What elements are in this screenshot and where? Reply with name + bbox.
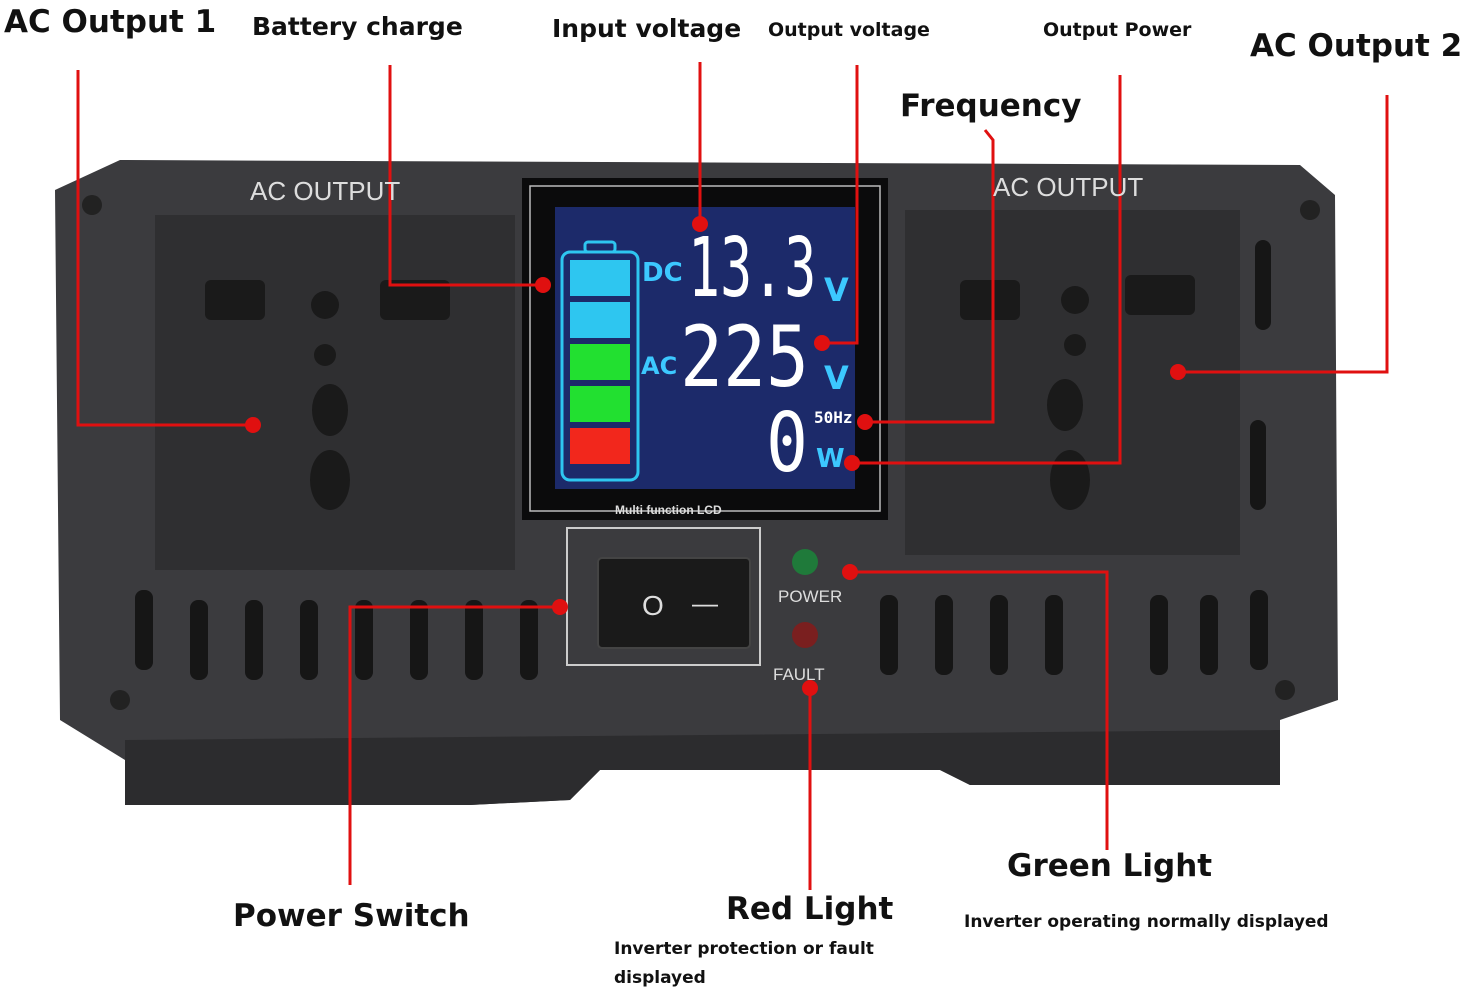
battery-bar xyxy=(570,302,630,338)
dot-input-voltage xyxy=(692,216,708,232)
power-led-label: POWER xyxy=(778,587,843,606)
callout-ac-output-2: AC Output 2 xyxy=(1250,28,1463,64)
battery-tip xyxy=(583,240,617,254)
callout-frequency: Frequency xyxy=(900,88,1082,124)
callout-power-switch: Power Switch xyxy=(233,898,470,934)
lcd-power-unit: W xyxy=(816,444,845,474)
lcd-output-unit: V xyxy=(824,359,849,397)
lcd-dc-label: DC xyxy=(642,258,683,288)
fault-led-label: FAULT xyxy=(773,665,825,684)
line-power-switch xyxy=(348,605,560,885)
line-output-voltage xyxy=(822,65,859,345)
callout-red-light: Red Light xyxy=(726,891,894,927)
power-switch[interactable] xyxy=(597,557,751,649)
dot-ac-output-1 xyxy=(245,417,261,433)
dot-output-power xyxy=(844,455,860,471)
dot-output-voltage xyxy=(814,335,830,351)
line-ac-output-2 xyxy=(1178,95,1389,374)
callout-green-light: Green Light xyxy=(1007,848,1213,884)
lcd-output-voltage: 225 xyxy=(680,308,809,406)
lcd-frequency: 50Hz xyxy=(814,408,853,427)
line-green-light xyxy=(850,570,1109,850)
lcd-input-voltage: 13.3 xyxy=(688,221,817,316)
fault-led xyxy=(792,622,818,648)
callout-output-power: Output Power xyxy=(1043,19,1192,41)
battery-bars xyxy=(570,260,630,464)
lcd-caption: Multi function LCD xyxy=(615,503,722,517)
callout-input-voltage: Input voltage xyxy=(552,14,742,43)
battery-bar xyxy=(570,260,630,296)
lcd-ac-label: AC xyxy=(641,352,678,380)
line-battery-charge xyxy=(388,65,543,287)
dot-power-switch xyxy=(552,599,568,615)
callout-green-light-description: Inverter operating normally displayed xyxy=(964,912,1329,932)
dot-ac-output-2 xyxy=(1170,364,1186,380)
battery-bar xyxy=(570,386,630,422)
left-socket-label: AC OUTPUT xyxy=(250,176,401,206)
switch-frame xyxy=(566,527,761,666)
left-socket xyxy=(205,280,450,510)
switch-off-mark: — xyxy=(692,588,718,618)
line-ac-output-1 xyxy=(76,70,253,427)
line-frequency xyxy=(865,129,995,424)
battery-bar xyxy=(570,428,630,464)
dot-battery-charge xyxy=(535,277,551,293)
right-socket xyxy=(960,275,1195,510)
lcd-input-unit: V xyxy=(824,271,849,309)
battery-bar xyxy=(570,344,630,380)
dot-frequency xyxy=(857,414,873,430)
vent-slots xyxy=(135,240,1271,680)
lcd-frame-line xyxy=(529,185,881,512)
line-output-power xyxy=(852,75,1122,465)
callout-ac-output-1: AC Output 1 xyxy=(4,4,217,40)
right-socket-label: AC OUTPUT xyxy=(993,172,1144,202)
callout-red-light-description: Inverter protection or fault displayed xyxy=(614,939,874,988)
callout-output-voltage: Output voltage xyxy=(768,19,930,41)
power-led xyxy=(792,549,818,575)
inverter-base xyxy=(125,730,1280,805)
switch-on-mark: O xyxy=(642,590,664,621)
dot-green-light xyxy=(842,564,858,580)
lcd-power: 0 xyxy=(766,396,808,491)
dot-red-light xyxy=(802,680,818,696)
callout-battery-charge: Battery charge xyxy=(252,12,463,41)
screws xyxy=(82,195,1320,710)
